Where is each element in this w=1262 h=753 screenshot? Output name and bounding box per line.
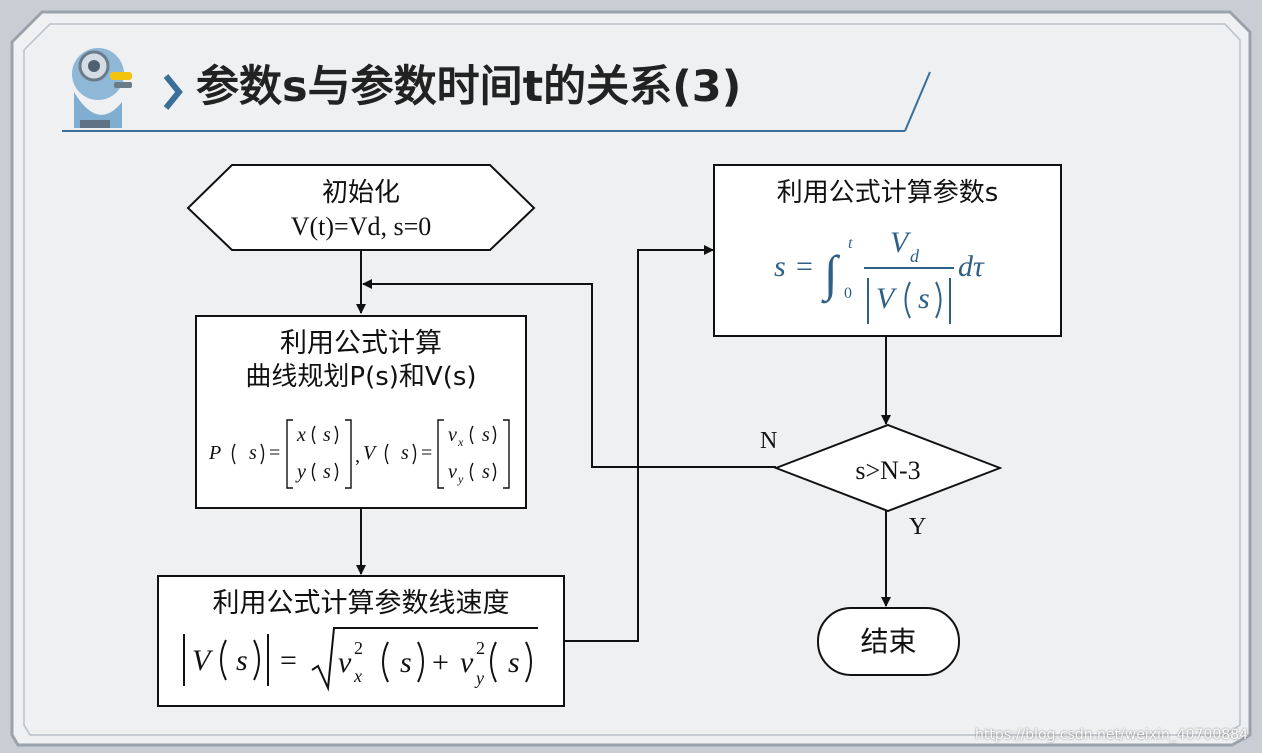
svg-text:s: s xyxy=(323,424,331,446)
s-integral-formula: s = ∫ t 0 V d V s dτ xyxy=(774,226,985,324)
svg-text:=: = xyxy=(796,250,813,283)
svg-text:V: V xyxy=(363,442,378,464)
svg-text:s: s xyxy=(236,644,248,677)
compute-s-label: 利用公式计算参数s xyxy=(776,178,999,208)
svg-text:+: + xyxy=(432,646,449,679)
svg-text:s: s xyxy=(918,282,930,315)
svg-text:y: y xyxy=(457,472,464,486)
decision-node xyxy=(774,423,1002,513)
compute-curve-label: 利用公式计算 xyxy=(280,328,442,359)
arrow-speed-to-s xyxy=(565,245,714,642)
compute-s-node: 利用公式计算参数s xyxy=(713,164,1062,337)
svg-text:0: 0 xyxy=(844,285,852,302)
svg-text:2: 2 xyxy=(354,638,363,658)
svg-text:s: s xyxy=(401,442,409,464)
svg-text:v: v xyxy=(448,424,457,446)
svg-text:x: x xyxy=(457,435,464,449)
svg-text:y: y xyxy=(474,668,484,688)
svg-text:∫: ∫ xyxy=(821,245,841,304)
slide-title: 参数s与参数时间t的关系(3) xyxy=(196,62,742,112)
svg-text:s: s xyxy=(323,461,331,483)
svg-text:V: V xyxy=(192,644,214,677)
svg-text:v: v xyxy=(448,461,457,483)
svg-text:V: V xyxy=(890,226,912,259)
compute-curve-node: 利用公式计算 曲线规划P(s)和V(s) xyxy=(195,315,527,509)
init-values: V(t)=Vd, s=0 xyxy=(290,212,432,241)
svg-text:=: = xyxy=(280,644,297,677)
svg-text:s: s xyxy=(774,250,786,283)
watermark: https://blog.csdn.net/weixin_40700884 xyxy=(974,727,1248,743)
svg-text:d: d xyxy=(910,246,920,266)
compute-curve-sublabel: 曲线规划P(s)和V(s) xyxy=(245,362,477,392)
svg-text:x: x xyxy=(296,424,306,446)
svg-text:s: s xyxy=(508,646,520,679)
svg-text:s: s xyxy=(482,461,490,483)
svg-text:dτ: dτ xyxy=(958,250,985,283)
speed-formula: V s = v 2 x s + v 2 y s xyxy=(183,627,538,692)
robot-head-icon xyxy=(72,48,132,128)
arrow-no-loop xyxy=(362,279,776,468)
end-node: 结束 xyxy=(817,607,960,676)
yes-branch-label: Y xyxy=(909,514,927,540)
decision-condition: s>N-3 xyxy=(855,456,921,485)
no-branch-label: N xyxy=(760,428,778,454)
init-label: 初始化 xyxy=(321,178,400,208)
svg-text:V: V xyxy=(876,282,898,315)
svg-text:=: = xyxy=(421,442,432,464)
svg-text:v: v xyxy=(460,646,474,679)
svg-text:=: = xyxy=(269,442,280,464)
svg-text:2: 2 xyxy=(476,638,485,658)
svg-text:P: P xyxy=(208,442,221,464)
svg-text:s: s xyxy=(249,442,257,464)
svg-text:y: y xyxy=(295,461,306,483)
chevron-right-icon xyxy=(163,74,183,110)
svg-text:,: , xyxy=(355,445,360,467)
svg-text:s: s xyxy=(400,646,412,679)
svg-text:t: t xyxy=(848,235,853,252)
compute-speed-label: 利用公式计算参数线速度 xyxy=(212,588,510,619)
init-node xyxy=(186,164,536,251)
svg-text:s: s xyxy=(482,424,490,446)
svg-text:x: x xyxy=(353,666,362,686)
svg-text:v: v xyxy=(338,646,352,679)
